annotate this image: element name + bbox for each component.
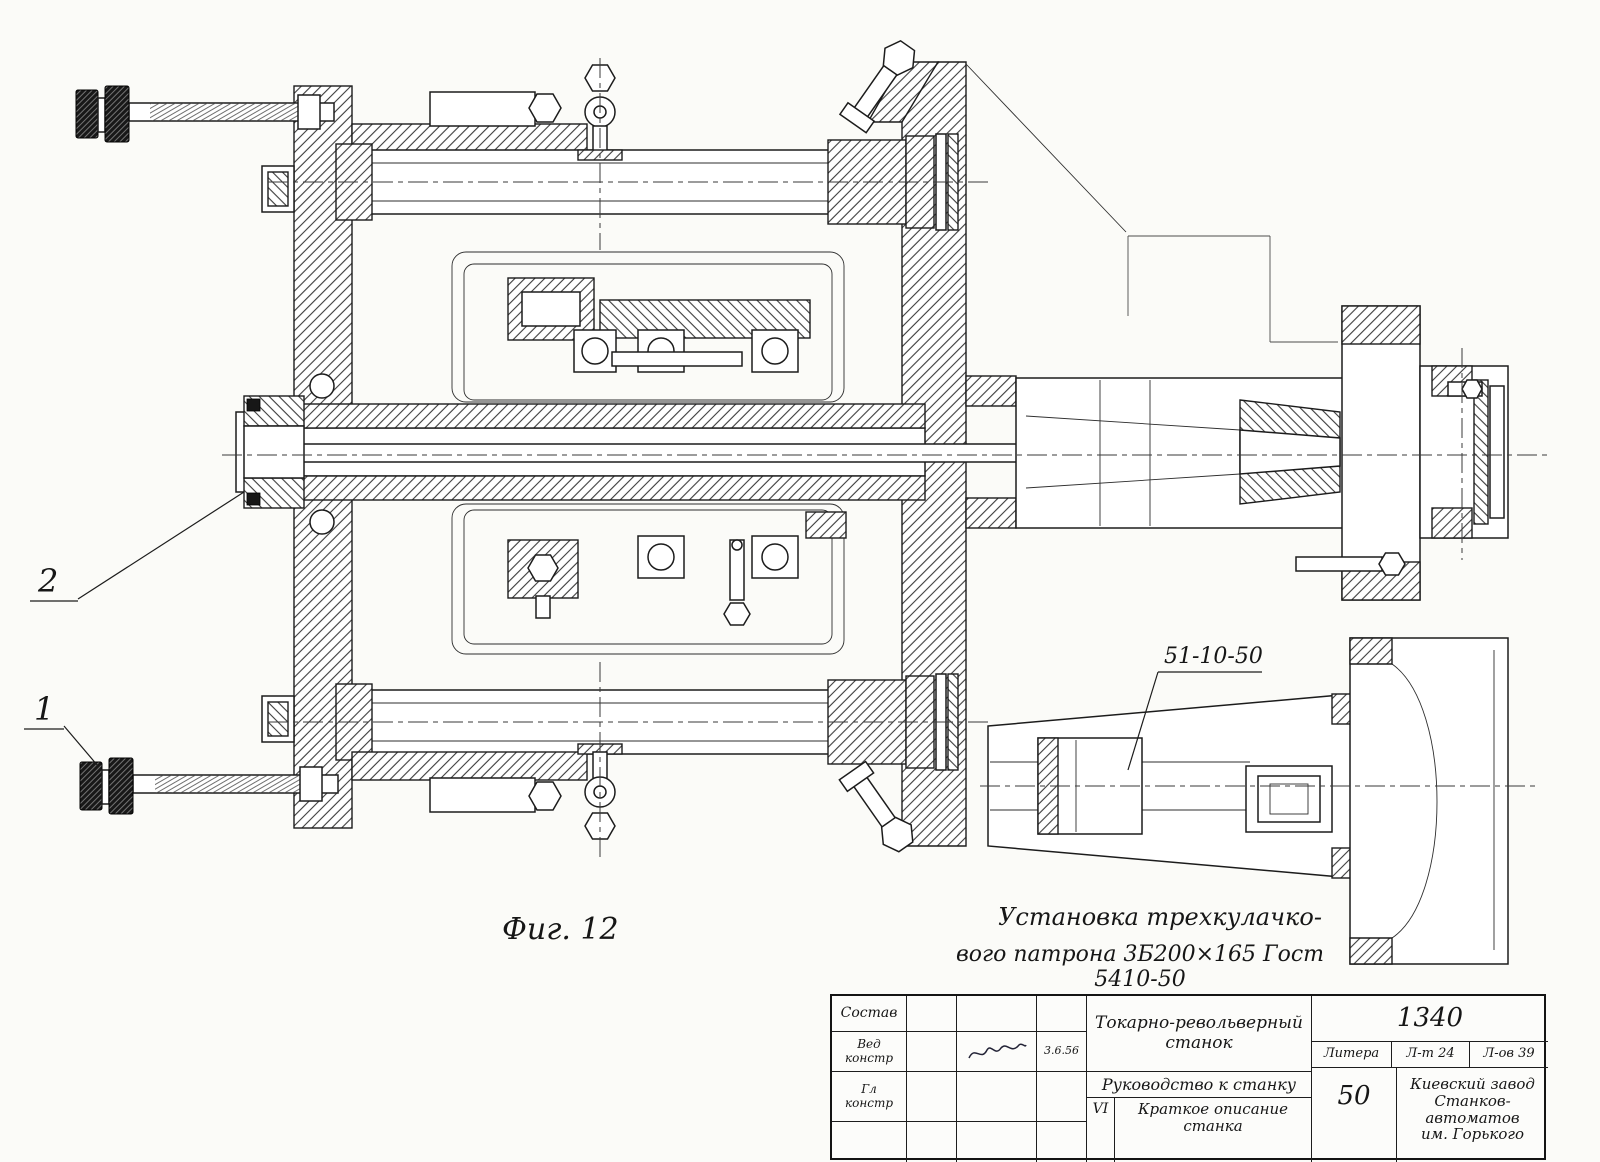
clamp-stud-bottom (79, 757, 339, 815)
spindle-shaft (299, 373, 1451, 535)
ved-label-l1: Вед (857, 1037, 881, 1052)
callout-51-10-50: 51-10-50 (1164, 644, 1263, 669)
titleblock-factory: Киевский завод Станков-автоматов им. Гор… (1397, 1068, 1548, 1162)
titleblock-cell-c3r4 (1037, 1122, 1087, 1162)
sheet-info: Л-т 24 (1406, 1046, 1455, 1062)
leader-callout (1127, 671, 1262, 771)
phantom-outline (1127, 235, 1338, 343)
part-label-2: 2 (38, 562, 59, 600)
section-title-line2: станка (1183, 1116, 1243, 1135)
doc-number: 1340 (1396, 1002, 1464, 1033)
titleblock-cell-c2r4 (957, 1122, 1037, 1162)
gl-label-l1: Гл (861, 1082, 877, 1097)
manual-title: Руководство к станку (1101, 1074, 1297, 1094)
setup-note-line1: Установка трехкулачко- (998, 903, 1322, 931)
titleblock-section-title: Краткое описание станка (1115, 1098, 1312, 1162)
factory-line1: Киевский завод (1410, 1075, 1535, 1093)
titleblock-cell-date: 3.6.56 (1037, 1032, 1087, 1072)
titleblock-cell-c3r3 (1037, 1072, 1087, 1122)
section-number: VI (1092, 1101, 1109, 1117)
gl-label-l2: констр (844, 1095, 894, 1110)
title-block: Состав Вед констр Гл констр 3.6.56 Токар… (830, 994, 1548, 1162)
leader-part-1 (24, 725, 99, 767)
titleblock-cell-ved-konstr: Вед констр (832, 1032, 907, 1072)
titleblock-cell-gl-konstr: Гл констр (832, 1072, 907, 1122)
titleblock-section-number: VI (1087, 1098, 1115, 1162)
gear-housing-upper (451, 251, 845, 403)
titleblock-cell-c2r3 (957, 1072, 1037, 1122)
titleblock-machine-title: Токарно-револьверный станок (1087, 996, 1312, 1072)
titleblock-scale: 50 (1312, 1068, 1397, 1162)
titleblock-cell-signature (957, 1032, 1037, 1072)
clamp-stud-top (75, 85, 335, 143)
sostav-label: Состав (840, 1004, 898, 1021)
machine-title-line2: станок (1165, 1032, 1233, 1053)
part-label-1: 1 (34, 690, 55, 728)
titleblock-cell-c1r4 (907, 1122, 957, 1162)
titleblock-doc-number: 1340 (1312, 996, 1548, 1042)
figure-caption: Фиг. 12 (502, 912, 619, 947)
swing-bolt-bottom-right (838, 760, 914, 853)
spindle-right-section (965, 305, 1509, 601)
titleblock-manual-title: Руководство к станку (1087, 1072, 1312, 1098)
leader-part-2 (30, 491, 245, 602)
scale-value: 50 (1337, 1081, 1371, 1111)
titleblock-litera-label: Литера (1312, 1042, 1392, 1068)
titleblock-cell-role-r4 (832, 1122, 907, 1162)
signature-scribble (967, 1042, 1027, 1058)
section-title-line1: Краткое описание (1137, 1100, 1289, 1118)
signature-date: 3.6.56 (1044, 1044, 1079, 1058)
litera-label: Литера (1323, 1046, 1380, 1062)
titleblock-cell-c1r3 (907, 1072, 957, 1122)
titleblock-cell-c3r1 (1037, 996, 1087, 1032)
setup-note-line2: вого патрона 3Б200×165 Гост 5410-50 (955, 942, 1325, 992)
gear-housing-lower (451, 503, 847, 655)
titleblock-cell-sostav: Состав (832, 996, 907, 1032)
sheets-info: Л-ов 39 (1483, 1046, 1535, 1062)
titleblock-sheet-info: Л-т 24 (1392, 1042, 1470, 1068)
factory-line2: Станков-автоматов (1425, 1091, 1520, 1127)
titleblock-sheets-info: Л-ов 39 (1470, 1042, 1548, 1068)
swing-bolt-top-right (838, 39, 916, 134)
spindle-nose-left (235, 395, 305, 509)
ved-label-l2: констр (844, 1050, 894, 1065)
titleblock-cell-c1r2 (907, 1032, 957, 1072)
factory-line3: им. Горького (1421, 1125, 1524, 1144)
machine-title-line1: Токарно-револьверный (1095, 1013, 1303, 1034)
titleblock-cell-c2r1 (957, 996, 1037, 1032)
titleblock-cell-c1r1 (907, 996, 957, 1032)
centerlines (222, 58, 1548, 858)
